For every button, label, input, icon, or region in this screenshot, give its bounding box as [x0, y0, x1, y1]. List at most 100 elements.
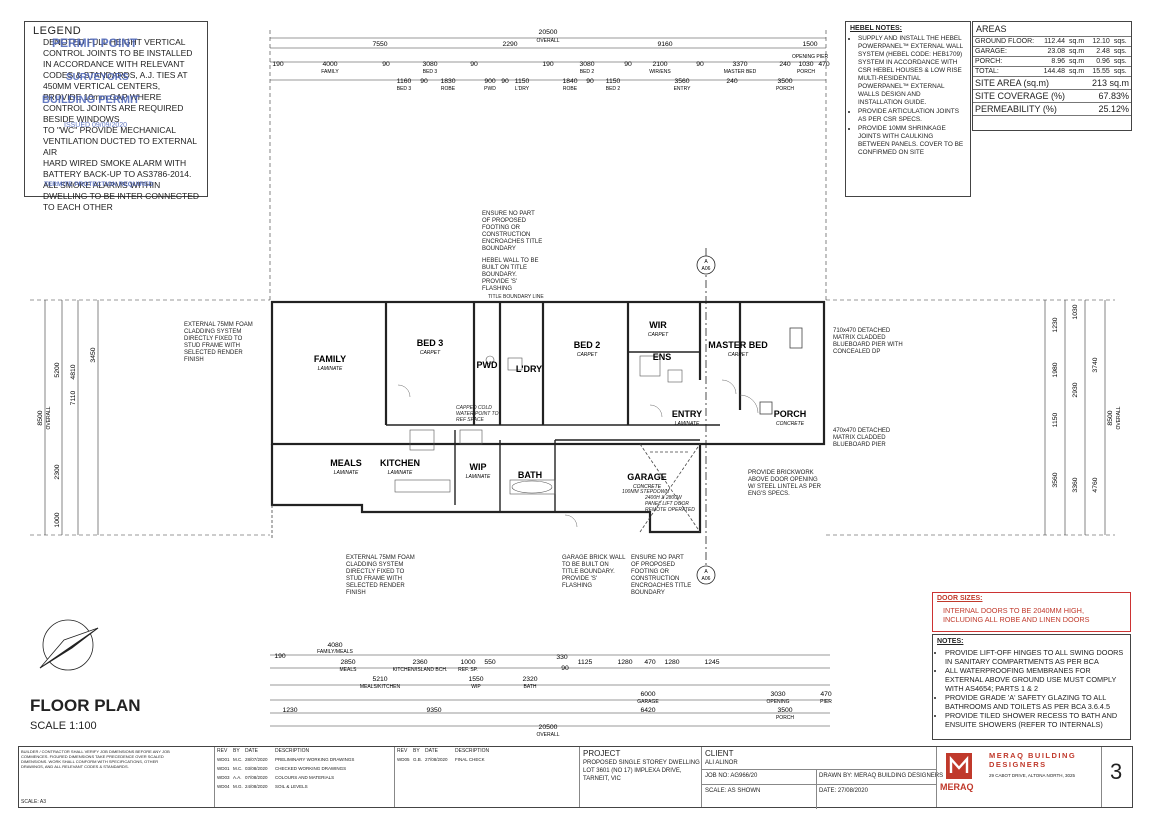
note-pier-blueboard: 470x470 DETACHED MATRIX CLADDED BLUEBOAR…: [833, 428, 891, 448]
dim-top-2: 2290: [502, 41, 517, 48]
dim-bottom-i: 1550: [468, 676, 483, 683]
dim-right-f: 3560: [1052, 472, 1059, 487]
dim-right-overall-label: OVERALL: [1116, 406, 1122, 429]
legend-title: LEGEND: [33, 25, 82, 37]
dim-bottom-b: 9350: [426, 707, 441, 714]
drawing-date: DATE: 27/08/2020: [819, 788, 868, 794]
dim-row-label: WIR/ENS: [649, 69, 671, 75]
room-bath: BATH: [518, 470, 542, 480]
dim-bottom-u-label: PIER: [820, 699, 832, 705]
hebel-note-1: SUPPLY AND INSTALL THE HEBEL POWERPANEL™…: [858, 35, 966, 107]
dim-bottom-c-label: FAMILY/MEALS: [317, 649, 353, 655]
rev-row: 28/07/2020: [245, 757, 268, 762]
revision-table-2: REV BY DATE DESCRIPTION WD05 G.B. 27/08/…: [394, 747, 579, 807]
note-encroach-bottom: ENSURE NO PART OF PROPOSED FOOTING OR CO…: [631, 555, 692, 596]
site-coverage-value: 67.83%: [1087, 89, 1131, 103]
job-number: JOB NO: AG966/20: [705, 773, 758, 779]
dim-bottom-l: 1125: [578, 659, 593, 666]
dim-row2: 90: [501, 78, 509, 85]
areas-sqs: 15.55: [1087, 66, 1112, 77]
dim-row-label: PORCH: [797, 69, 815, 75]
note-panel-lift-door: 2400H X 2800W PANEL LIFT DOOR REMOTE OPE…: [645, 495, 695, 513]
room-wip-floor: LAMINATE: [466, 474, 491, 480]
room-porch: PORCH: [774, 409, 807, 419]
dim-bottom-t: 3500: [777, 707, 792, 714]
dim-left-d: 1000: [54, 512, 61, 527]
project-name: PROPOSED SINGLE STOREY DWELLING: [583, 760, 700, 766]
client-divider: [702, 784, 936, 785]
dim-right-e: 1150: [1052, 412, 1059, 427]
dim-row2: 3560: [674, 78, 689, 85]
hebel-note-2: PROVIDE ARTICULATION JOINTS AS PER CSR S…: [858, 108, 966, 124]
sheet-number-cell: 3: [1101, 747, 1134, 807]
dim-row2-label: PORCH: [776, 86, 794, 92]
dim-left-overall: 8500: [37, 410, 44, 425]
room-pwd: PWD: [477, 360, 498, 370]
dim-bottom-overall: 20500: [539, 724, 558, 731]
dim-row: 2100: [652, 61, 667, 68]
note-foam-cladding-left: EXTERNAL 75MM FOAM CLADDING SYSTEM DIREC…: [184, 322, 253, 363]
areas-sqs: 12.10: [1087, 37, 1112, 47]
legend-item-smoke-alarm: HARD WIRED SMOKE ALARM WITH BATTERY BACK…: [43, 158, 200, 212]
rev-row: A.A.: [233, 775, 242, 780]
top-dimensions: 20500 OVERALL 7550 2290 9160 1500 OPENIN…: [272, 29, 830, 92]
areas-unit: sqs.: [1111, 37, 1131, 47]
rev-header: DATE: [245, 748, 258, 754]
dim-top-1: 7550: [372, 41, 387, 48]
title-block-disclaimer: BUILDER / CONTRACTOR SHALL VERIFY JOB DI…: [21, 749, 170, 769]
rev-header: BY: [233, 748, 240, 754]
dim-row2-label: PWD: [484, 86, 496, 92]
room-laundry: L'DRY: [516, 364, 542, 374]
note-foam-cladding-bottom: EXTERNAL 75MM FOAM CLADDING SYSTEM DIREC…: [346, 555, 415, 596]
permeability-value: 25.12%: [1087, 102, 1131, 116]
north-arrow-icon: [39, 619, 99, 671]
room-labels: FAMILY LAMINATE BED 3 CARPET PWD L'DRY B…: [314, 320, 806, 490]
dim-bottom-h: 5210: [372, 676, 387, 683]
permit-stamp-line-5: TERMITE PROTECTION REQUIRED: [44, 181, 154, 188]
dim-bottom-v: 190: [274, 653, 286, 660]
dim-bottom-j-label: BATH: [524, 684, 537, 690]
rev-row: 03/08/2020: [245, 766, 268, 771]
note-pier-concealed-dp: 710x470 DETACHED MATRIX CLADDED BLUEBOAR…: [833, 328, 903, 355]
dim-bottom-m: 1280: [617, 659, 632, 666]
site-coverage-label: SITE COVERAGE (%): [973, 89, 1088, 103]
dim-row2-label: ENTRY: [674, 86, 692, 92]
section-markers: [696, 248, 716, 585]
company-address: 29 CABOT DRIVE, ALTONA NORTH, 3025: [989, 773, 1075, 778]
dim-bottom-o: 1280: [664, 659, 679, 666]
areas-unit: sq.m: [1067, 56, 1088, 67]
note-item: PROVIDE TILED SHOWER RECESS TO BATH AND …: [945, 711, 1126, 729]
project-cell: PROJECT PROPOSED SINGLE STOREY DWELLING …: [579, 747, 701, 807]
room-family: FAMILY: [314, 354, 346, 364]
room-bed3: BED 3: [417, 338, 444, 348]
room-wir: WIR: [649, 320, 667, 330]
rev-header: BY: [413, 748, 420, 754]
site-area-label: SITE AREA (sq.m): [973, 76, 1088, 90]
dim-row2: 1150: [515, 78, 530, 85]
left-dimensions: 8500 OVERALL 5200 2300 1000 7110 4810 34…: [37, 347, 97, 527]
site-area-row: SITE AREA (sq.m)213 sq.m: [973, 76, 1131, 90]
rev-row: FINAL CHECK: [455, 757, 485, 762]
dim-row: 90: [470, 61, 478, 68]
permit-stamp-line-2: SURVEYORS: [66, 72, 129, 83]
project-label: PROJECT: [583, 749, 621, 758]
bottom-dimensions: 4080 FAMILY/MEALS 190 2850 MEALS 2360 KI…: [274, 642, 832, 738]
areas-unit: sqs.: [1111, 46, 1131, 57]
company-logo-text: MERAQ: [940, 782, 974, 792]
dim-bottom-q: 6000: [640, 691, 655, 698]
room-kitchen: KITCHEN: [380, 458, 420, 468]
hebel-notes-title: HEBEL NOTES:: [850, 25, 902, 32]
dim-row: 3080: [422, 61, 437, 68]
drawn-by: DRAWN BY: MERAQ BUILDING DESIGNERS: [819, 773, 944, 779]
room-master-bed-floor: CARPET: [728, 352, 749, 358]
site-area-value: 213 sq.m: [1087, 76, 1131, 90]
dim-row: 1030: [798, 61, 813, 68]
client-name: ALI ALINOR: [705, 760, 738, 766]
dimension-lines: [30, 30, 1115, 727]
dim-left-a: 5200: [54, 362, 61, 377]
dim-bottom-s-label: OPENING: [766, 699, 789, 705]
note-stepdown: 100MM STEPDOWN: [622, 489, 669, 495]
